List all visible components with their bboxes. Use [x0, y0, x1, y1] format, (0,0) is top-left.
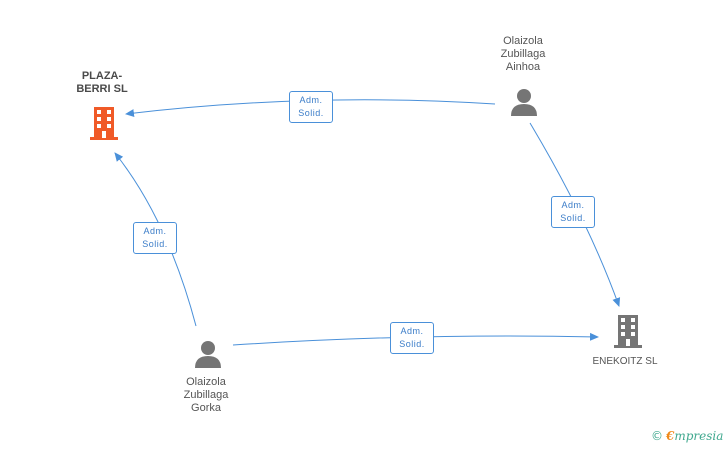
person-icon[interactable]: [194, 340, 222, 368]
brand-initial: €: [666, 429, 675, 443]
company-label-enekoitz[interactable]: ENEKOITZ SL: [592, 356, 658, 367]
role-badge-gorka-plaza-berri[interactable]: Adm. Solid.: [133, 222, 177, 254]
role-badge-line2: Solid.: [399, 339, 425, 349]
copyright-symbol: ©: [651, 429, 663, 443]
role-badge-line2: Solid.: [298, 108, 324, 118]
role-badge-ainhoa-enekoitz[interactable]: Adm. Solid.: [551, 196, 595, 228]
person-icon[interactable]: [510, 88, 538, 116]
role-badge-line1: Adm.: [299, 95, 323, 105]
person-label-gorka[interactable]: Olaizola Zubillaga Gorka: [183, 376, 229, 414]
building-icon[interactable]: [88, 106, 120, 140]
role-badge-line1: Adm.: [561, 200, 585, 210]
company-label-plaza-berri[interactable]: PLAZA- BERRI SL: [76, 70, 128, 95]
building-icon[interactable]: [612, 314, 644, 348]
role-badge-line2: Solid.: [560, 213, 586, 223]
role-badge-gorka-enekoitz[interactable]: Adm. Solid.: [390, 322, 434, 354]
brand-name: mpresia: [674, 429, 724, 443]
role-badge-ainhoa-plaza-berri[interactable]: Adm. Solid.: [289, 91, 333, 123]
person-label-ainhoa[interactable]: Olaizola Zubillaga Ainhoa: [500, 35, 546, 73]
role-badge-line1: Adm.: [400, 326, 424, 336]
role-badge-line1: Adm.: [143, 226, 167, 236]
empresia-logo[interactable]: ©€mpresia: [651, 429, 723, 443]
role-badge-line2: Solid.: [142, 239, 168, 249]
